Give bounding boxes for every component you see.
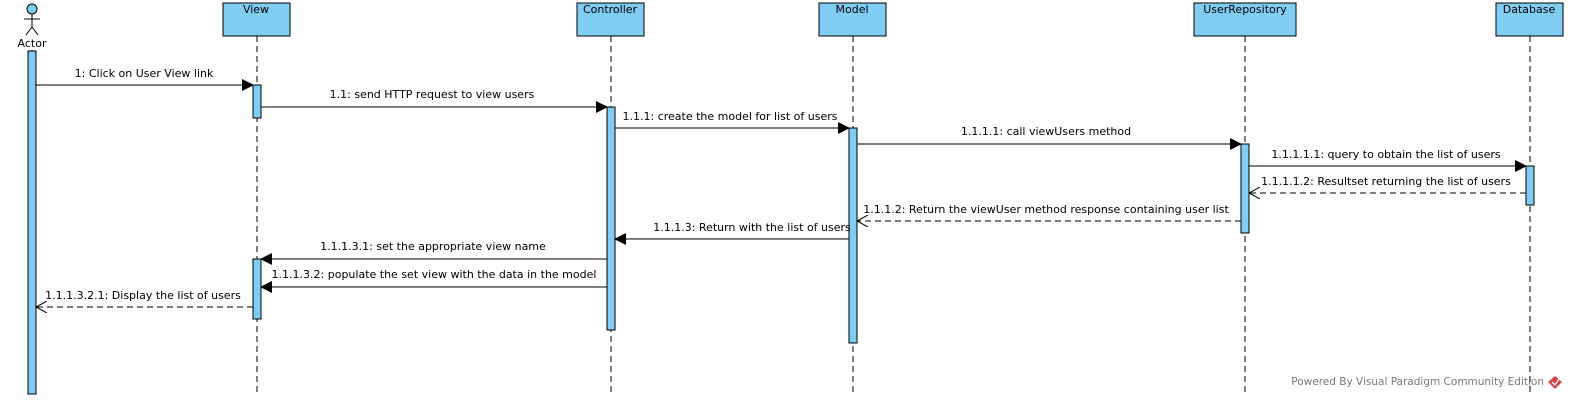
message-11-label: 1.1.1.3.2.1: Display the list of users: [45, 289, 241, 302]
message-8-label: 1.1.1.3: Return with the list of users: [653, 221, 851, 234]
participant-controller[interactable]: Controller: [576, 2, 645, 37]
participant-model-label: Model: [835, 3, 868, 16]
activation-actor: [27, 50, 37, 395]
actor-icon: [24, 3, 40, 36]
participant-model[interactable]: Model: [818, 2, 887, 37]
participant-database[interactable]: Database: [1495, 2, 1564, 37]
message-9: 1.1.1.3.1: set the appropriate view name: [260, 240, 607, 265]
participant-database-label: Database: [1503, 3, 1556, 16]
message-9-label: 1.1.1.3.1: set the appropriate view name: [320, 240, 546, 253]
message-2: 1.1: send HTTP request to view users: [261, 88, 608, 113]
message-4: 1.1.1.1: call viewUsers method: [857, 125, 1242, 150]
message-2-label: 1.1: send HTTP request to view users: [330, 88, 535, 101]
message-11: 1.1.1.3.2.1: Display the list of users: [36, 289, 253, 307]
activation-view-2: [252, 258, 262, 320]
participant-controller-label: Controller: [583, 3, 638, 16]
activations: [27, 50, 1535, 395]
message-7-label: 1.1.1.2: Return the viewUser method resp…: [863, 203, 1229, 216]
message-4-label: 1.1.1.1: call viewUsers method: [961, 125, 1131, 138]
message-6: 1.1.1.1.2: Resultset returning the list …: [1249, 175, 1526, 193]
activation-controller: [606, 106, 616, 331]
message-10: 1.1.1.3.2: populate the set view with th…: [260, 268, 607, 293]
participant-userrepository[interactable]: UserRepository: [1193, 2, 1297, 37]
message-5: 1.1.1.1.1: query to obtain the list of u…: [1249, 148, 1527, 172]
footer-text: Powered By Visual Paradigm Community Edi…: [1291, 376, 1544, 388]
actor-label: Actor: [18, 37, 47, 50]
message-1: 1: Click on User View link: [36, 67, 254, 91]
activation-view-1: [252, 84, 262, 119]
message-3: 1.1.1: create the model for list of user…: [615, 110, 850, 134]
activation-database: [1525, 165, 1535, 206]
activation-model: [848, 127, 858, 344]
participant-view-label: View: [243, 3, 269, 16]
activation-userrepository: [1240, 143, 1250, 234]
message-10-label: 1.1.1.3.2: populate the set view with th…: [272, 268, 597, 281]
message-7: 1.1.1.2: Return the viewUser method resp…: [857, 203, 1241, 221]
visual-paradigm-logo-icon: [1548, 376, 1562, 389]
message-8: 1.1.1.3: Return with the list of users: [614, 221, 851, 245]
message-3-label: 1.1.1: create the model for list of user…: [623, 110, 838, 123]
message-1-label: 1: Click on User View link: [75, 67, 214, 80]
message-6-label: 1.1.1.1.2: Resultset returning the list …: [1261, 175, 1511, 188]
participant-view[interactable]: View: [222, 2, 291, 37]
actor[interactable]: Actor: [18, 3, 47, 50]
message-5-label: 1.1.1.1.1: query to obtain the list of u…: [1271, 148, 1501, 161]
participant-userrepository-label: UserRepository: [1203, 3, 1287, 16]
footer-watermark: Powered By Visual Paradigm Community Edi…: [1291, 376, 1562, 389]
